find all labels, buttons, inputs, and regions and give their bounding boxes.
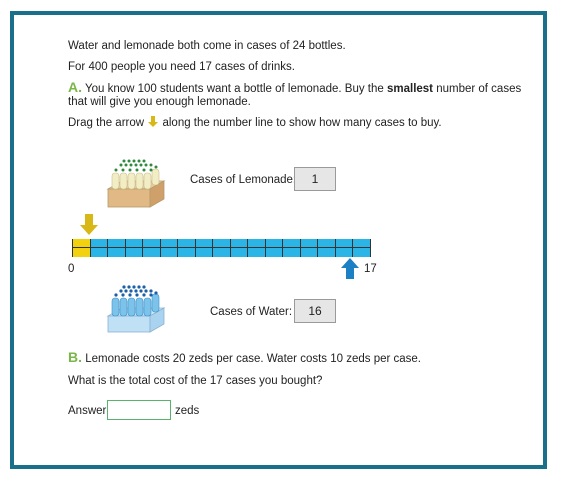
number-line-tick <box>125 239 126 257</box>
drag-text-post: along the number line to show how many c… <box>162 117 442 129</box>
number-line-tick <box>160 239 161 257</box>
answer-input[interactable] <box>107 400 171 420</box>
part-a-text-bold: smallest <box>386 83 434 95</box>
number-line-max-label: 17 <box>364 263 377 275</box>
number-line-tick <box>142 239 143 257</box>
part-b-line-1: B. Lemonade costs 20 zeds per case. Wate… <box>68 350 421 366</box>
part-a-text-pre: You know 100 students want a bottle of l… <box>85 83 387 95</box>
drag-text-pre: Drag the arrow <box>68 117 145 129</box>
number-line-tick <box>352 239 353 257</box>
number-line-tick <box>177 239 178 257</box>
number-line-baseline <box>72 247 370 248</box>
part-b-line-2: What is the total cost of the 17 cases y… <box>68 375 323 387</box>
number-line <box>72 239 371 257</box>
number-line-tick <box>90 239 91 257</box>
intro-line-1: Water and lemonade both come in cases of… <box>68 40 346 52</box>
water-drag-arrow-icon[interactable] <box>340 258 360 280</box>
number-line-tick <box>265 239 266 257</box>
number-line-tick <box>107 239 108 257</box>
drag-instruction: Drag the arrow along the number line to … <box>68 116 442 130</box>
number-line-tick <box>282 239 283 257</box>
lemonade-segment <box>72 239 90 257</box>
number-line-tick <box>230 239 231 257</box>
water-cases-label: Cases of Water: <box>210 306 293 318</box>
intro-line-2: For 400 people you need 17 cases of drin… <box>68 61 295 73</box>
number-line-min-label: 0 <box>68 263 75 275</box>
number-line-tick <box>317 239 318 257</box>
yellow-arrow-icon <box>148 116 159 127</box>
number-line-tick <box>300 239 301 257</box>
part-b-letter: B. <box>68 349 82 365</box>
lemonade-drag-arrow-icon[interactable] <box>79 214 99 236</box>
lemonade-cases-label: Cases of Lemonade: <box>190 174 297 186</box>
part-a-text-post: number of cases <box>433 83 522 95</box>
part-a-line-1: A. You know 100 students want a bottle o… <box>68 80 521 96</box>
part-b-text: Lemonade costs 20 zeds per case. Water c… <box>85 353 422 365</box>
lemonade-cases-value: 1 <box>294 167 336 191</box>
water-cases-value: 16 <box>294 299 336 323</box>
number-line-tick <box>247 239 248 257</box>
number-line-tick <box>370 239 371 257</box>
lemonade-crate-image <box>106 159 166 208</box>
number-line-tick <box>195 239 196 257</box>
number-line-tick <box>212 239 213 257</box>
number-line-tick <box>72 239 73 257</box>
part-a-letter: A. <box>68 79 82 95</box>
number-line-tick <box>335 239 336 257</box>
answer-label: Answer: <box>68 405 110 417</box>
water-crate-image <box>106 285 166 333</box>
part-a-line-2: that will give you enough lemonade. <box>68 96 251 108</box>
answer-unit: zeds <box>175 405 200 417</box>
